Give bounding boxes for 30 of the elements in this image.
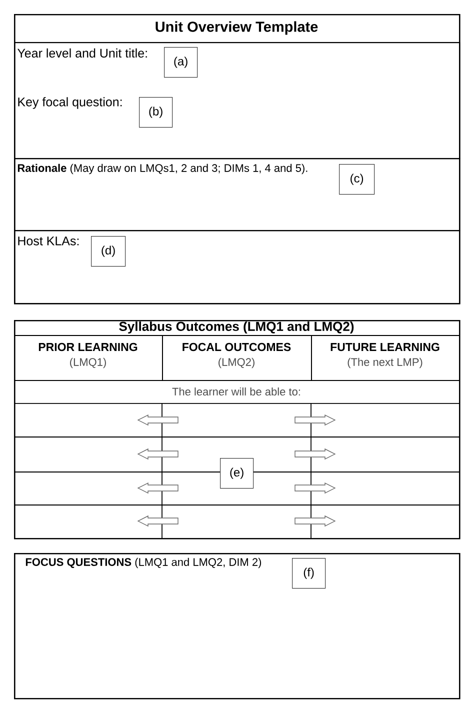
field-label: Key focal question: bbox=[18, 97, 122, 109]
form-panel bbox=[14, 320, 460, 540]
column-note: (LMQ2) bbox=[218, 358, 254, 368]
panel-title: Unit Overview Template bbox=[156, 21, 318, 35]
column-header bbox=[162, 335, 312, 381]
letter-box: (d) bbox=[91, 236, 126, 267]
form-section bbox=[14, 230, 460, 304]
column-title: FOCAL OUTCOMES bbox=[182, 342, 291, 352]
column-note: The learner will be able to: bbox=[172, 387, 300, 396]
column-header bbox=[311, 335, 460, 381]
form-panel bbox=[14, 553, 460, 700]
letter-box: (c) bbox=[339, 164, 375, 195]
field-label: Host KLAs: bbox=[18, 236, 79, 246]
form-panel bbox=[14, 14, 460, 304]
column-note: (The next LMP) bbox=[348, 358, 422, 368]
column-note: (LMQ1) bbox=[70, 358, 106, 368]
form-section bbox=[14, 158, 460, 232]
column-header bbox=[14, 380, 460, 404]
letter-box: (f) bbox=[292, 558, 326, 589]
column-header bbox=[14, 335, 163, 381]
letter-box: (b) bbox=[139, 97, 173, 128]
column-title: PRIOR LEARNING bbox=[38, 342, 138, 352]
field-label: FOCUS QUESTIONS (LMQ1 and LMQ2, DIM 2) bbox=[26, 558, 262, 568]
field-label: Rationale (May draw on LMQs1, 2 and 3; DIMs 1, 4 and 5). bbox=[18, 164, 308, 174]
form-section bbox=[14, 42, 460, 160]
panel-title: Syllabus Outcomes (LMQ1 and LMQ2) bbox=[119, 321, 354, 334]
column-title: FUTURE LEARNING bbox=[330, 342, 440, 352]
letter-box: (e) bbox=[220, 458, 254, 489]
field-label: Year level and Unit title: bbox=[17, 48, 147, 58]
letter-box: (a) bbox=[164, 47, 198, 78]
